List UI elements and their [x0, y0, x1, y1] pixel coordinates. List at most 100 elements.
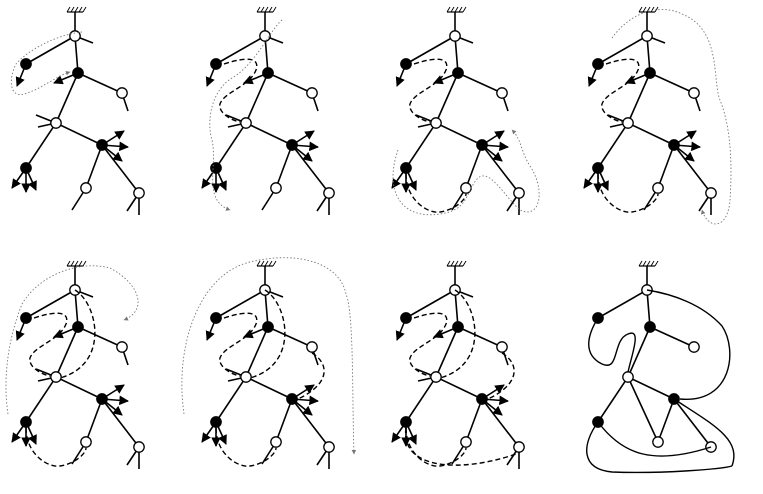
anchor-hatch: [654, 6, 659, 13]
solid-loop-curve: [646, 289, 731, 400]
anchor-hatch: [70, 260, 75, 267]
dashed-loop-curve: [215, 427, 277, 467]
anchor-hatch: [66, 6, 71, 13]
tree-edge: [627, 122, 675, 146]
white-node: [259, 30, 271, 42]
tree-edge: [465, 144, 483, 189]
white-node: [133, 441, 145, 453]
tree-edge: [657, 398, 675, 443]
dashed-loop-curve: [59, 289, 96, 379]
tree-edge: [435, 72, 459, 124]
panel-3: [391, 6, 540, 216]
traversal-guide-path: [181, 257, 357, 455]
tree-edge: [267, 326, 313, 348]
tree-edge: [405, 122, 437, 169]
black-node: [476, 139, 488, 151]
tree-edge: [85, 144, 103, 189]
tree-edge: [481, 144, 520, 194]
tree-edge: [435, 122, 483, 146]
anchor-hatch: [462, 6, 467, 13]
dashed-loop-curve: [219, 312, 258, 377]
anchor-hatch: [78, 260, 83, 267]
dashed-loop-curve: [409, 312, 448, 377]
dashed-loop-curve: [601, 58, 640, 123]
anchor-hatch: [458, 6, 463, 13]
panel-8: [586, 260, 735, 474]
black-node: [400, 58, 412, 70]
anchor-hatch: [446, 260, 451, 267]
tree-edge: [25, 122, 57, 169]
white-node: [513, 187, 525, 199]
tree-edge: [245, 376, 293, 400]
white-node: [323, 441, 335, 453]
dashed-loop-curve: [409, 58, 448, 123]
black-node: [592, 58, 604, 70]
tree-edge: [25, 289, 76, 319]
tree-edge: [55, 326, 79, 378]
tree-edge: [25, 376, 57, 423]
white-node: [622, 371, 634, 383]
black-node: [96, 139, 108, 151]
black-node: [72, 321, 84, 333]
tree-edge: [646, 289, 651, 328]
white-node: [705, 187, 717, 199]
anchor-hatch: [450, 260, 455, 267]
anchor-hatch: [638, 6, 643, 13]
anchor-hatch: [74, 260, 79, 267]
black-node: [452, 321, 464, 333]
black-node: [20, 162, 32, 174]
tree-edge: [25, 35, 76, 65]
tree-edge: [264, 289, 269, 328]
black-node: [262, 67, 274, 79]
white-node: [116, 341, 128, 353]
anchor-hatch: [272, 260, 277, 267]
black-node: [210, 162, 222, 174]
black-node: [668, 393, 680, 405]
black-node: [210, 416, 222, 428]
tree-edge: [291, 398, 330, 448]
white-node: [652, 436, 664, 448]
dashed-loop-curve: [249, 289, 286, 379]
white-node: [80, 436, 92, 448]
tree-edge: [673, 398, 712, 448]
anchor-hatch: [272, 6, 277, 13]
anchor-hatch: [74, 6, 79, 13]
tree-edge: [597, 376, 629, 423]
tree-edge: [657, 144, 675, 189]
tree-edge: [457, 72, 503, 94]
white-node: [641, 284, 653, 296]
traversal-guide-path: [611, 9, 732, 225]
traversal-guide-path: [10, 31, 83, 95]
black-node: [644, 67, 656, 79]
tree-edge: [55, 72, 79, 124]
dashed-loop-curve: [487, 352, 515, 400]
dashed-loop-curve: [439, 289, 476, 379]
anchor-hatch: [268, 6, 273, 13]
white-node: [622, 117, 634, 129]
white-node: [430, 371, 442, 383]
black-node: [262, 321, 274, 333]
black-node: [286, 393, 298, 405]
anchor-hatch: [642, 260, 647, 267]
tree-edge: [597, 122, 629, 169]
panel-5: [5, 260, 145, 469]
black-node: [210, 58, 222, 70]
tree-edge: [465, 398, 483, 443]
black-node: [668, 139, 680, 151]
tree-edge: [435, 376, 483, 400]
dashed-loop-curve: [405, 427, 520, 466]
white-node: [69, 30, 81, 42]
anchor-hatch: [454, 260, 459, 267]
anchor-hatch: [256, 6, 261, 13]
black-node: [592, 162, 604, 174]
solid-loop-curve: [588, 317, 636, 373]
black-node: [476, 393, 488, 405]
anchor-hatch: [650, 6, 655, 13]
anchor-hatch: [260, 6, 265, 13]
tree-edge: [74, 35, 79, 74]
tree-edge: [291, 144, 330, 194]
tree-edge: [405, 35, 456, 65]
black-node: [400, 416, 412, 428]
anchor-hatch: [646, 260, 651, 267]
black-node: [644, 321, 656, 333]
